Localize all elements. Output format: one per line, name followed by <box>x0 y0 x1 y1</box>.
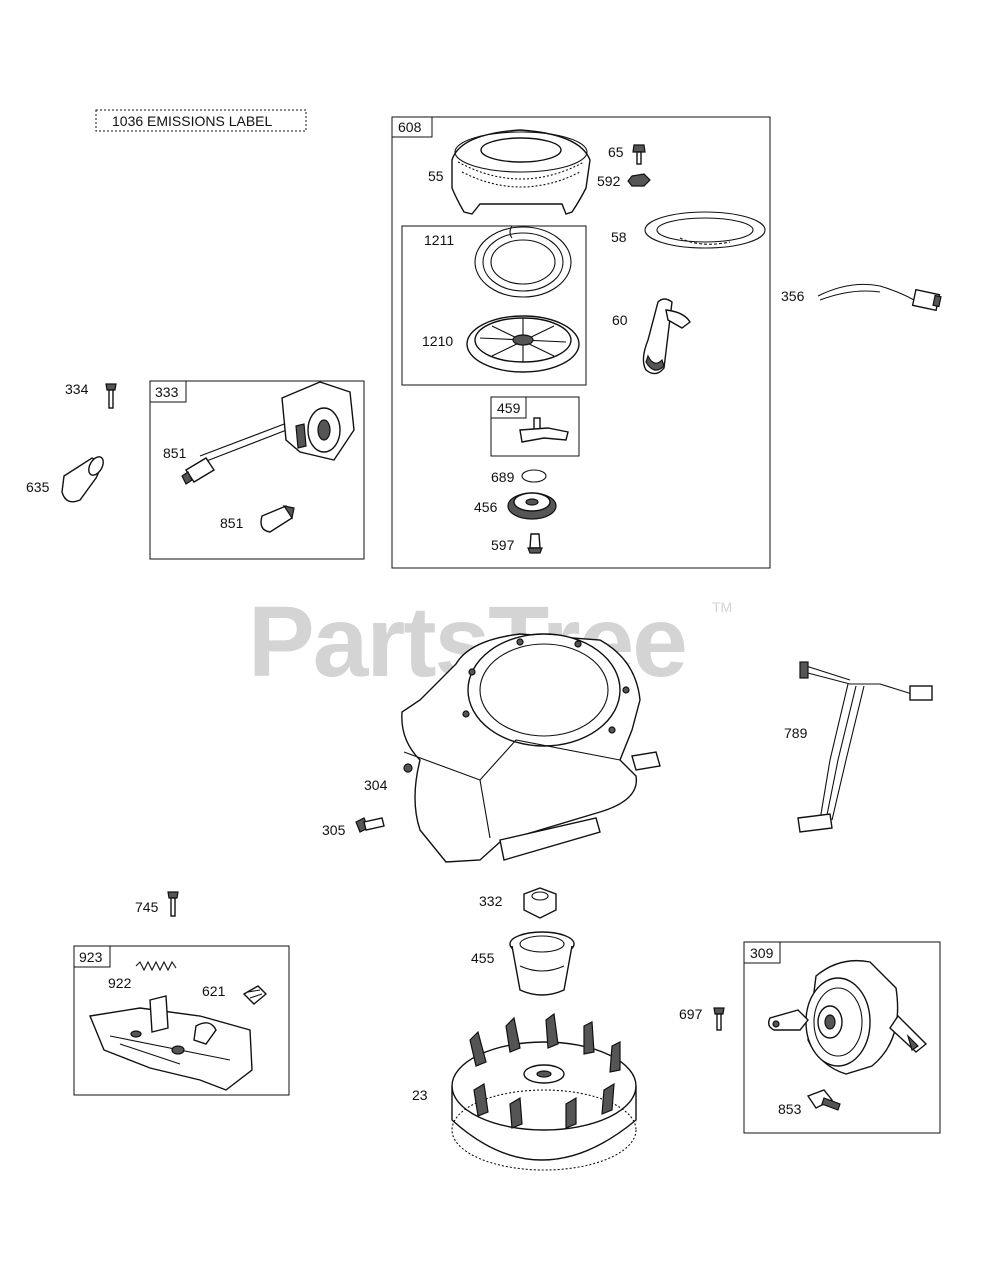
clip-621-part[interactable] <box>242 985 268 1005</box>
part-label-455: 455 <box>471 950 495 966</box>
group-309-tag-box <box>743 941 781 964</box>
part-label-621: 621 <box>202 983 226 999</box>
starter-handle-60-part[interactable] <box>642 298 691 375</box>
part-label-23: 23 <box>412 1087 428 1103</box>
group-608-tag-box <box>391 116 433 138</box>
screw-597-part[interactable] <box>527 533 543 554</box>
part-label-1211: 1211 <box>424 232 454 248</box>
spark-plug-terminal-851a-part[interactable] <box>181 457 215 485</box>
part-label-635: 635 <box>26 479 50 495</box>
rewind-cover-part[interactable] <box>451 129 591 215</box>
starter-clutch-455-part[interactable] <box>509 931 575 996</box>
group-309-frame <box>743 941 941 1134</box>
part-label-305: 305 <box>322 822 346 838</box>
part-label-456: 456 <box>474 499 498 515</box>
part-label-334: 334 <box>65 381 89 397</box>
group-333-tag-box <box>149 380 187 403</box>
part-label-851a: 851 <box>163 445 187 461</box>
part-label-689: 689 <box>491 469 515 485</box>
group-309-tag[interactable]: 309 <box>750 945 774 961</box>
screw-334-part[interactable] <box>105 383 117 409</box>
flywheel-23-part[interactable] <box>451 1012 637 1171</box>
part-label-789: 789 <box>784 725 808 741</box>
part-label-65: 65 <box>608 144 624 160</box>
part-label-356: 356 <box>781 288 805 304</box>
group-459-tag-box <box>490 396 527 419</box>
governor-spring-922-part[interactable] <box>135 960 177 972</box>
pawl-459-part[interactable] <box>519 417 569 443</box>
control-bracket-923-part[interactable] <box>89 995 253 1091</box>
group-923-tag[interactable]: 923 <box>79 949 103 965</box>
ground-wire-356-part[interactable] <box>817 283 942 312</box>
screw-745-part[interactable] <box>167 891 179 917</box>
group-459-tag[interactable]: 459 <box>497 400 521 416</box>
part-label-58: 58 <box>611 229 627 245</box>
ratchet-456-part[interactable] <box>507 492 557 520</box>
rewind-spring-1211-part[interactable] <box>474 225 572 298</box>
screw-697-part[interactable] <box>713 1007 725 1031</box>
part-label-60: 60 <box>612 312 628 328</box>
group-459-frame <box>490 396 580 457</box>
pulley-1210-part[interactable] <box>466 315 580 373</box>
part-label-922: 922 <box>108 975 132 991</box>
clip-689-part[interactable] <box>521 469 547 483</box>
starter-motor-309-part[interactable] <box>767 959 928 1075</box>
spark-plug-boot-635-part[interactable] <box>61 454 106 503</box>
part-label-592: 592 <box>597 173 621 189</box>
group-1210-1211-frame <box>401 225 587 386</box>
nut-592-part[interactable] <box>627 173 651 187</box>
bolt-65-part[interactable] <box>632 144 646 165</box>
part-label-304: 304 <box>364 777 388 793</box>
part-label-697: 697 <box>679 1006 703 1022</box>
group-608-frame <box>391 116 771 569</box>
connector-853-part[interactable] <box>806 1089 841 1111</box>
starter-rope-58-part[interactable] <box>644 211 766 249</box>
part-label-745: 745 <box>135 899 159 915</box>
blower-housing-304-part[interactable] <box>401 633 661 863</box>
part-label-853: 853 <box>778 1101 802 1117</box>
group-333-frame <box>149 380 365 560</box>
group-923-frame <box>73 945 290 1096</box>
emissions-label[interactable]: 1036 EMISSIONS LABEL <box>112 113 273 129</box>
spark-plug-terminal-851b-part[interactable] <box>260 505 295 533</box>
watermark-trademark: TM <box>712 599 732 615</box>
part-label-1210: 1210 <box>422 333 453 349</box>
ignition-armature-333-part[interactable] <box>199 381 355 463</box>
group-923-tag-box <box>73 945 111 968</box>
wiring-harness-789-part[interactable] <box>797 661 933 833</box>
part-label-55: 55 <box>428 168 444 184</box>
flywheel-nut-332-part[interactable] <box>523 887 557 919</box>
emissions-label-box <box>95 109 307 132</box>
part-label-597: 597 <box>491 537 515 553</box>
group-608-tag[interactable]: 608 <box>398 119 422 135</box>
part-label-851b: 851 <box>220 515 244 531</box>
part-label-332: 332 <box>479 893 503 909</box>
group-333-tag[interactable]: 333 <box>155 384 179 400</box>
bolt-305-part[interactable] <box>355 817 385 833</box>
